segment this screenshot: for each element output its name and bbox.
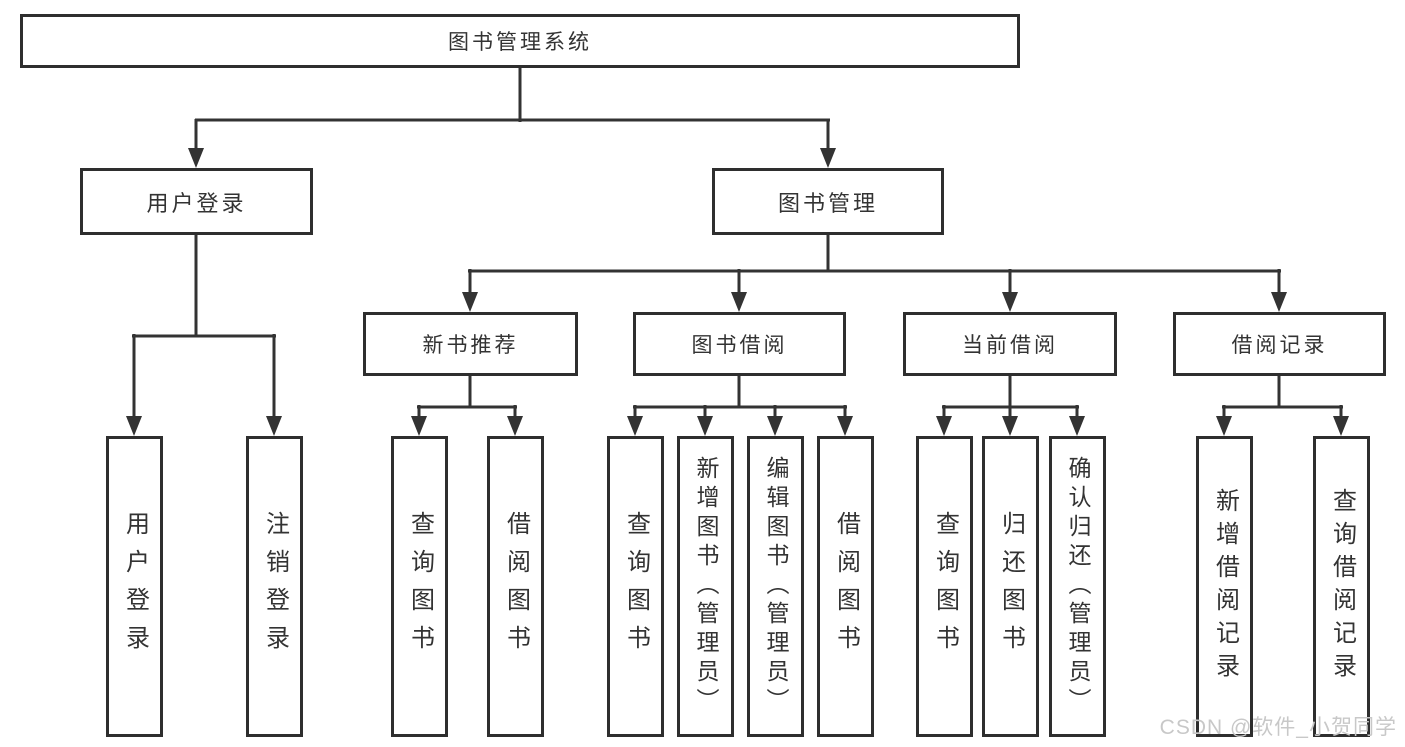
node-root-label: 图书管理系统 bbox=[448, 31, 592, 54]
leaf-return-book-label: 归还图书 bbox=[997, 510, 1025, 663]
leaf-add-borrow-record: 新增借阅记录 bbox=[1196, 436, 1253, 737]
leaf-query-book-recommend-label: 查询图书 bbox=[406, 510, 434, 663]
leaf-add-book-admin-label: 新增图书（管理员） bbox=[693, 456, 719, 717]
leaf-borrow-book: 借阅图书 bbox=[817, 436, 874, 737]
leaf-query-borrow-record-label: 查询借阅记录 bbox=[1328, 487, 1356, 686]
leaf-edit-book-admin-label: 编辑图书（管理员） bbox=[763, 456, 789, 717]
leaf-add-borrow-record-label: 新增借阅记录 bbox=[1211, 487, 1239, 686]
leaf-query-borrow-record: 查询借阅记录 bbox=[1313, 436, 1370, 737]
node-book-management-label: 图书管理 bbox=[777, 190, 878, 216]
leaf-user-login-label: 用户登录 bbox=[121, 510, 149, 663]
leaf-query-book-borrow-label: 查询图书 bbox=[622, 510, 650, 663]
leaf-return-book: 归还图书 bbox=[982, 436, 1039, 737]
leaf-query-book-recommend: 查询图书 bbox=[391, 436, 448, 737]
leaf-logout-label: 注销登录 bbox=[261, 510, 289, 663]
node-new-book-recommend: 新书推荐 bbox=[363, 312, 578, 376]
node-borrow-records: 借阅记录 bbox=[1173, 312, 1386, 376]
leaf-borrow-book-recommend: 借阅图书 bbox=[487, 436, 544, 737]
leaf-confirm-return-admin-label: 确认归还（管理员） bbox=[1065, 456, 1091, 717]
node-user-login: 用户登录 bbox=[80, 168, 313, 235]
leaf-logout: 注销登录 bbox=[246, 436, 303, 737]
leaf-user-login: 用户登录 bbox=[106, 436, 163, 737]
leaf-borrow-book-label: 借阅图书 bbox=[832, 510, 860, 663]
leaf-edit-book-admin: 编辑图书（管理员） bbox=[747, 436, 804, 737]
node-root: 图书管理系统 bbox=[20, 14, 1020, 68]
leaf-query-book-borrow: 查询图书 bbox=[607, 436, 664, 737]
leaf-add-book-admin: 新增图书（管理员） bbox=[677, 436, 734, 737]
leaf-confirm-return-admin: 确认归还（管理员） bbox=[1049, 436, 1106, 737]
leaf-borrow-book-recommend-label: 借阅图书 bbox=[502, 510, 530, 663]
node-user-login-label: 用户登录 bbox=[146, 190, 247, 216]
csdn-watermark: CSDN @软件_小贺同学 bbox=[1159, 716, 1397, 739]
node-new-book-recommend-label: 新书推荐 bbox=[422, 334, 519, 357]
node-book-management: 图书管理 bbox=[712, 168, 944, 235]
node-book-borrow-label: 图书借阅 bbox=[691, 334, 788, 357]
leaf-query-book-current: 查询图书 bbox=[916, 436, 973, 737]
node-borrow-records-label: 借阅记录 bbox=[1231, 334, 1328, 357]
leaf-query-book-current-label: 查询图书 bbox=[931, 510, 959, 663]
node-current-borrow: 当前借阅 bbox=[903, 312, 1117, 376]
node-book-borrow: 图书借阅 bbox=[633, 312, 846, 376]
node-current-borrow-label: 当前借阅 bbox=[962, 334, 1058, 357]
